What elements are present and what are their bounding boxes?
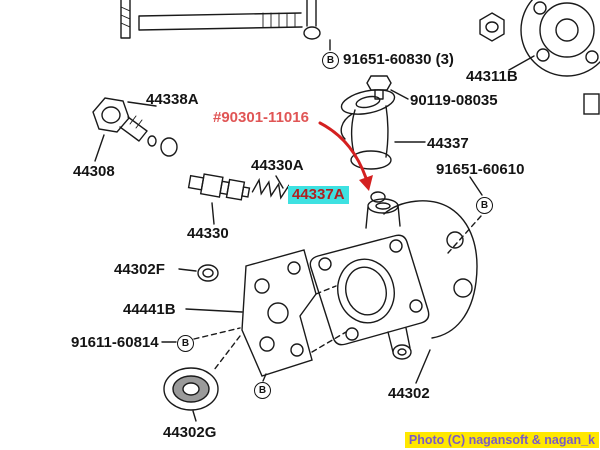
leader-44311B xyxy=(508,55,535,71)
part-label-91651-60610: 91651-60610 xyxy=(436,161,525,178)
bolt-marker-icon: B xyxy=(322,52,339,69)
stud-top-left-icon xyxy=(120,0,131,39)
watermark: Photo (C) nagansoft & nagan_k xyxy=(404,432,599,448)
part-label-90119-08035: 90119-08035 xyxy=(410,92,498,109)
leader-44302G xyxy=(192,410,197,422)
part-label-90301-11016: #90301-11016 xyxy=(213,109,309,126)
part-label-91611-60814: 91611-60814 xyxy=(71,334,159,351)
leader-bolt-marker-bottom xyxy=(262,373,267,382)
red-arrow-icon xyxy=(318,121,373,191)
bolt-marker-icon: B xyxy=(476,197,493,214)
part-label-44302G: 44302G xyxy=(163,424,217,441)
valve-spring-icon xyxy=(251,177,291,201)
pump-body-44302 xyxy=(309,198,478,360)
leader-44302 xyxy=(415,349,431,384)
flange-bolt-icon xyxy=(366,75,392,100)
leader-44308 xyxy=(94,134,105,162)
part-label-44308: 44308 xyxy=(73,163,115,180)
part-label-44337A-highlighted: 44337A xyxy=(288,186,349,204)
stud-top-center-icon xyxy=(303,0,321,40)
dash-bracket-pump-2 xyxy=(311,331,347,353)
leader-44330 xyxy=(211,202,215,225)
part-label-44337: 44337 xyxy=(427,135,469,152)
leader-44330A xyxy=(275,175,284,189)
part-label-91651-60830: 91651-60830 (3) xyxy=(343,51,454,68)
part-label-44330: 44330 xyxy=(187,225,229,242)
leader-90119-08035 xyxy=(390,89,409,100)
pulley-nut-icon xyxy=(479,12,505,42)
cropped-part-right xyxy=(583,93,600,115)
valve-spool-44330 xyxy=(187,173,251,201)
bearing-44302G-icon xyxy=(163,367,219,411)
dash-91611 xyxy=(193,327,241,340)
pulley-icon xyxy=(520,0,600,77)
bolt-marker-icon: B xyxy=(177,335,194,352)
leader-44441B xyxy=(185,308,243,313)
bracket-44441B xyxy=(241,249,317,377)
part-label-44441B: 44441B xyxy=(123,301,176,318)
elbow-fitting-44337 xyxy=(340,89,396,170)
union-bolt-44338A xyxy=(92,97,157,147)
leader-44302F xyxy=(178,268,197,272)
dash-bearing xyxy=(213,335,241,371)
dash-line-60610 xyxy=(447,215,482,254)
mount-bolt-icon xyxy=(138,12,303,31)
plug-44302F-icon xyxy=(197,264,219,282)
o-ring-44337A-icon xyxy=(370,191,386,203)
part-label-44330A: 44330A xyxy=(251,157,304,174)
o-ring-44338A-icon xyxy=(160,137,178,157)
leader-91651-60610 xyxy=(469,176,483,196)
part-label-44302F: 44302F xyxy=(114,261,165,278)
part-label-44302: 44302 xyxy=(388,385,430,402)
part-label-44311B: 44311B xyxy=(466,68,518,85)
part-label-44338A: 44338A xyxy=(146,91,199,108)
dash-bracket-pump-1 xyxy=(315,285,337,295)
leader-44338A xyxy=(127,101,157,107)
bolt-marker-icon: B xyxy=(254,382,271,399)
